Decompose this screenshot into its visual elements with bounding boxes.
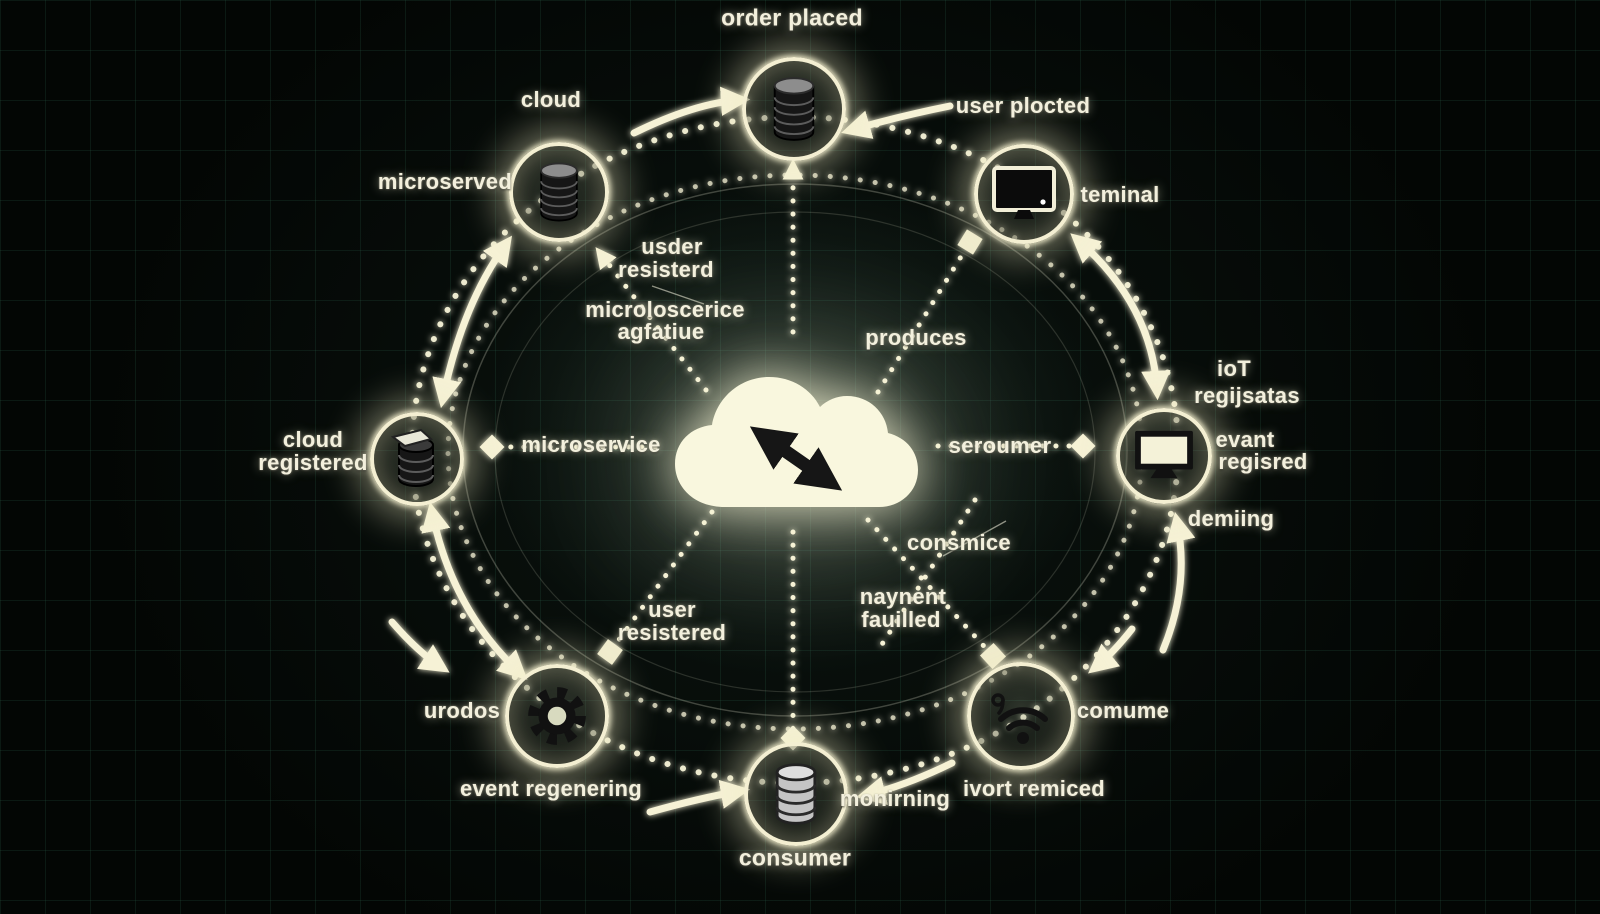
label-produces: produces [865, 325, 967, 350]
cloud-hub [655, 345, 935, 535]
arrow-into-bottom-right [855, 759, 956, 806]
label-evant: evant [1215, 427, 1275, 452]
database-icon [775, 763, 817, 825]
database-stack-icon [390, 428, 434, 487]
label-microloscerice: microloscerice [585, 297, 745, 322]
event-regenering-node [505, 664, 609, 768]
label-urodos: urodos [423, 698, 501, 723]
dotted-radial-up-left [595, 247, 709, 393]
database-icon [540, 162, 578, 222]
label-cloud-registered-1: cloud [282, 427, 344, 452]
cloud-microserved-node [509, 142, 609, 242]
dotted-cross-line [874, 497, 978, 655]
user-plocted-terminal-node [974, 144, 1074, 244]
order-placed-node [742, 57, 846, 161]
label-regisred: regisred [1218, 449, 1308, 474]
label-naynent: naynent [859, 584, 947, 609]
label-consumer: consumer [738, 844, 852, 871]
sync-arrows-icon [749, 426, 843, 491]
cloud-sync-icon [675, 377, 918, 507]
monitor-icon [1135, 430, 1193, 479]
arrow-left-topleft [432, 235, 513, 409]
arrow-topright-right [1070, 233, 1171, 401]
label-iot: ioT [1217, 356, 1251, 381]
gear-icon [528, 687, 586, 745]
arrow-wifi-to-right [1159, 511, 1196, 654]
label-fauilled: fauilled [861, 607, 941, 632]
cloud-registered-node [370, 412, 464, 506]
arrow-into-bottom-left [646, 779, 751, 816]
label-resistered: resistered [617, 620, 727, 645]
label-order-placed: order placed [721, 4, 863, 31]
label-microservice: microservice [521, 432, 661, 457]
label-event-regenering: event regenering [459, 776, 643, 801]
label-demiing: demiing [1187, 506, 1275, 531]
wifi-icon [991, 693, 1048, 744]
arrow-topright-to-top [841, 102, 954, 139]
label-ivort-remiced: ivort remiced [962, 776, 1106, 801]
arrow-into-gear [388, 618, 450, 673]
label-usder: usder [641, 234, 703, 259]
label-teminal: teminal [1080, 182, 1160, 207]
label-microserved: microserved [377, 169, 513, 194]
arrow-into-wifi [1088, 625, 1136, 674]
label-resisterd: resisterd [618, 257, 714, 282]
dotted-radial-down-left [597, 509, 715, 665]
label-regijsatas: regijsatas [1194, 383, 1300, 408]
database-icon [773, 77, 815, 141]
label-monirning: monirning [839, 786, 951, 811]
label-user: user [648, 597, 696, 622]
arrow-left-gear [421, 501, 528, 680]
label-comume: comume [1076, 698, 1170, 723]
label-cloud-registered-2: registered [258, 450, 368, 475]
label-seroumer: seroumer [948, 433, 1052, 458]
consumer-node [744, 742, 848, 846]
dotted-radial-up-right [875, 229, 983, 395]
arrow-topleft-to-top [630, 86, 751, 137]
dotted-radial-down-right [865, 517, 1006, 669]
label-agfatiue: agfatiue [617, 319, 705, 344]
iot-terminal-node [1116, 408, 1212, 504]
label-connector-lines [651, 285, 1007, 557]
consume-node [967, 662, 1075, 770]
monitor-icon [992, 166, 1056, 219]
label-consmice: consmice [907, 530, 1011, 555]
label-cloud: cloud [520, 87, 582, 112]
label-user-plocted: user plocted [955, 93, 1091, 118]
